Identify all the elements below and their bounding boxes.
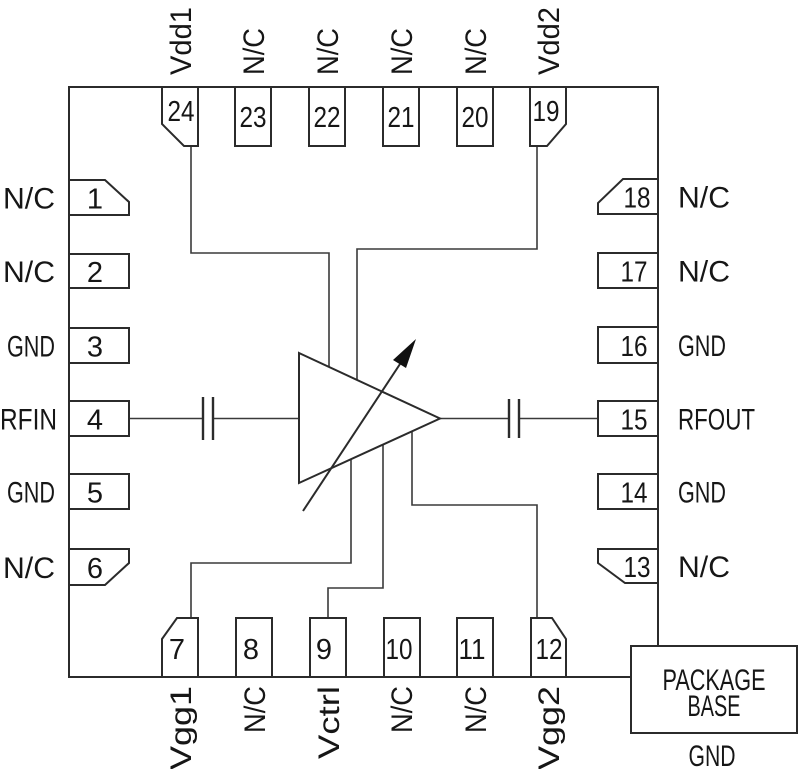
pin-7-box	[161, 617, 199, 678]
pin-20-number: 20	[462, 102, 489, 134]
pin-3-box	[68, 327, 130, 364]
pin-9-number: 9	[316, 634, 332, 666]
package-base-line2: BASE	[688, 690, 741, 723]
wire-vgg1	[190, 458, 352, 618]
internal-wires	[129, 146, 598, 618]
package-base: PACKAGE BASE GND	[630, 645, 798, 769]
pin-8-number: 8	[243, 634, 259, 666]
pin-16-label: GND	[678, 330, 726, 363]
wire-vgg2	[411, 431, 538, 618]
pin-17-box	[597, 252, 659, 289]
pin-20-label: N/C	[460, 28, 493, 75]
pin-18-number: 18	[624, 183, 651, 215]
pin-23-box	[234, 86, 272, 147]
pin-16-number: 16	[621, 331, 648, 363]
pin-7-label: Vgg1	[165, 686, 198, 769]
pin-7-number: 7	[169, 634, 185, 666]
pin-4-label: RFIN	[0, 404, 57, 437]
left-pin-labels: N/C N/C GND RFIN GND N/C	[0, 183, 57, 586]
pin-21-label: N/C	[386, 28, 419, 75]
pin-22-box	[308, 86, 346, 147]
pin-13-number: 13	[624, 552, 651, 584]
pin-boxes	[68, 86, 659, 678]
pin-24-number: 24	[168, 96, 195, 128]
pin-13-box	[597, 548, 659, 584]
pin-19-label: Vdd2	[533, 7, 566, 75]
pin-14-number: 14	[621, 478, 648, 510]
wire-vdd2	[356, 146, 538, 380]
pin-6-box	[68, 548, 130, 586]
pin-5-box	[68, 473, 130, 510]
pin-numbers: 1 2 3 4 5 6 7 8 9 10 11 12 13 14 15 16 1…	[87, 96, 651, 666]
wire-vdd1	[190, 146, 330, 367]
pin-24-box	[161, 86, 199, 147]
wire-vctrl	[327, 444, 384, 618]
right-pin-labels: N/C GND RFOUT GND N/C N/C	[678, 182, 755, 585]
pin-11-number: 11	[459, 634, 486, 666]
pin-24-label: Vdd1	[165, 7, 198, 75]
pin-11-box	[456, 617, 494, 678]
pin-20-box	[456, 86, 494, 147]
pin-1-number: 1	[87, 184, 103, 216]
pin-4-number: 4	[87, 405, 103, 437]
pin-13-label: N/C	[678, 551, 730, 584]
pin-12-label: Vgg2	[533, 686, 566, 769]
pin-4-box	[68, 400, 130, 437]
pin-19-box	[529, 86, 567, 147]
pin-5-label: GND	[7, 477, 55, 510]
pin-10-label: N/C	[386, 686, 419, 733]
pin-17-label: N/C	[678, 256, 730, 289]
pin-21-box	[382, 86, 420, 147]
pin-2-number: 2	[87, 257, 103, 289]
pin-1-box	[68, 179, 130, 216]
pin-3-number: 3	[87, 332, 103, 364]
pin-10-number: 10	[386, 634, 413, 666]
pin-12-box	[530, 617, 567, 678]
pin-2-box	[68, 253, 130, 289]
variable-gain-arrow-head	[393, 339, 416, 368]
pin-1-label: N/C	[3, 183, 55, 216]
pin-6-number: 6	[87, 553, 103, 585]
pin-22-number: 22	[314, 102, 341, 134]
pin-12-number: 12	[536, 634, 563, 666]
pin-22-label: N/C	[312, 28, 345, 75]
pin-8-box	[235, 617, 273, 678]
pin-10-box	[383, 617, 421, 678]
package-base-box	[630, 645, 798, 734]
pin-5-number: 5	[87, 478, 103, 510]
pin-15-label: RFOUT	[678, 404, 755, 437]
output-capacitor	[507, 399, 521, 438]
package-base-ground-label: GND	[689, 740, 736, 769]
pin-23-number: 23	[240, 102, 267, 134]
pin-2-label: N/C	[3, 256, 55, 289]
pin-15-number: 15	[621, 405, 648, 437]
pin-9-box	[309, 617, 347, 678]
pin-14-label: GND	[678, 477, 726, 510]
package-base-line1: PACKAGE	[663, 664, 766, 697]
top-pin-labels: Vdd2 N/C N/C N/C N/C Vdd1	[165, 7, 566, 75]
amplifier-triangle	[298, 351, 443, 485]
pin-14-box	[597, 473, 659, 510]
pin-6-label: N/C	[3, 552, 55, 585]
pin-15-box	[597, 400, 659, 437]
amplifier-symbol	[298, 339, 443, 512]
pin-21-number: 21	[388, 102, 415, 134]
pin-9-label: Vctrl	[313, 686, 346, 759]
pin-17-number: 17	[621, 257, 648, 289]
bottom-pin-labels: Vgg1 N/C Vctrl N/C N/C Vgg2	[165, 686, 566, 769]
pin-3-label: GND	[7, 331, 55, 364]
input-capacitor	[201, 397, 215, 440]
pin-23-label: N/C	[238, 28, 271, 75]
pin-16-box	[597, 326, 659, 364]
variable-gain-arrow-shaft	[302, 360, 403, 512]
pin-18-label: N/C	[678, 182, 730, 215]
pin-18-box	[597, 178, 659, 215]
pin-8-label: N/C	[239, 686, 272, 733]
pin-11-label: N/C	[460, 686, 493, 733]
pin-19-number: 19	[533, 96, 560, 128]
